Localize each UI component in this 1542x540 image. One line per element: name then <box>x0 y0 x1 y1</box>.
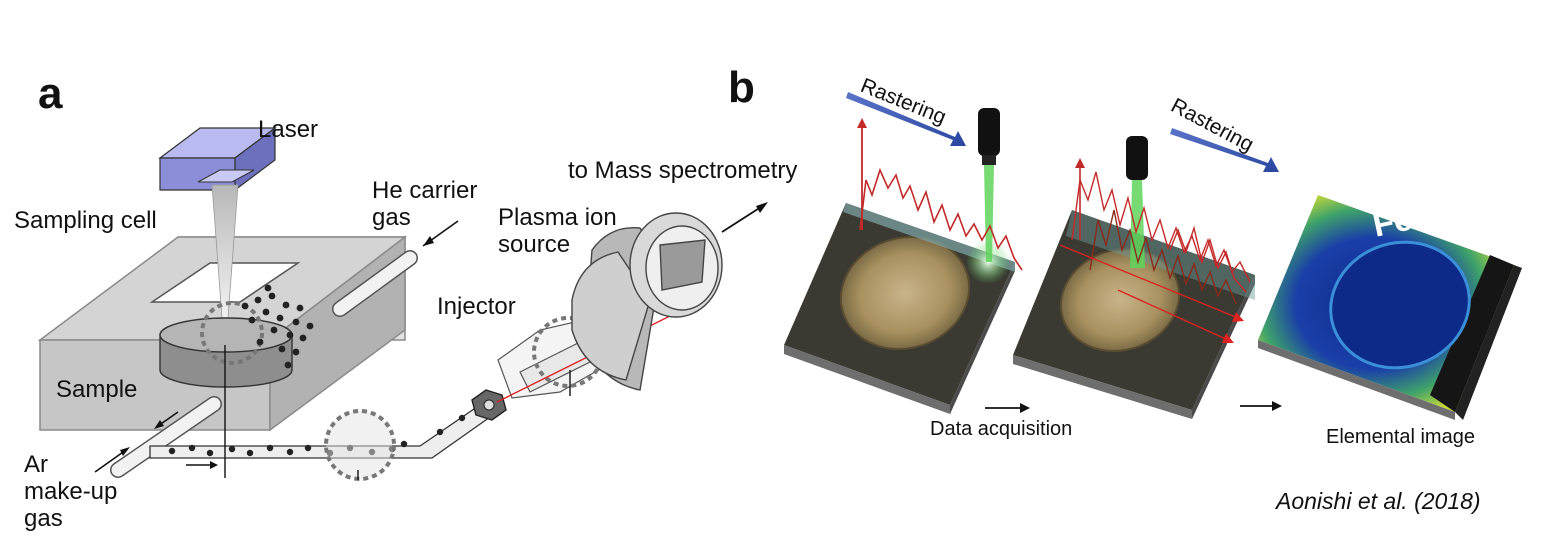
element-symbol-fe: Fe <box>1369 199 1417 245</box>
citation: Aonishi et al. (2018) <box>1276 488 1481 514</box>
he-carrier-gas-label: He carrier gas <box>372 177 478 231</box>
laser-head <box>158 126 277 192</box>
elemental-map <box>1258 195 1522 420</box>
plasma-ion-source-label: Plasma ion source <box>498 204 617 258</box>
sample-slab-1 <box>784 203 1015 414</box>
injector-label: Injector <box>437 293 516 320</box>
plasma-ion-source <box>571 212 723 391</box>
data-acquisition-label: Data acquisition <box>930 418 1073 440</box>
sampling-cell-label: Sampling cell <box>14 207 157 234</box>
to-mass-spectrometry-label: to Mass spectrometry <box>568 157 798 184</box>
panel-a-letter: a <box>38 69 63 118</box>
ar-flow-arrow <box>94 449 127 473</box>
panel-a-diagram <box>37 126 768 481</box>
raster-arrow-2 <box>1170 128 1279 172</box>
raster-arrow-1 <box>846 92 966 146</box>
laser-probe-1 <box>978 108 1000 262</box>
ar-makeup-gas-label: Ar make-up gas <box>24 451 118 532</box>
signal-traces-2 <box>1071 171 1251 305</box>
signal-trace-1 <box>859 167 1023 271</box>
ablated-particles <box>241 284 314 369</box>
he-inlet-tube <box>332 250 418 317</box>
ablation-plume-marker <box>200 301 264 365</box>
ar-inlet-tube <box>110 396 222 478</box>
panel-b-diagram <box>784 92 1522 420</box>
sample-label: Sample <box>56 376 138 403</box>
panel-b-letter: b <box>728 63 755 112</box>
to-ms-arrow <box>721 204 765 233</box>
laser-label: Laser <box>258 116 319 143</box>
particle-zoom-marker <box>324 409 396 481</box>
elemental-image-label: Elemental image <box>1326 426 1475 448</box>
